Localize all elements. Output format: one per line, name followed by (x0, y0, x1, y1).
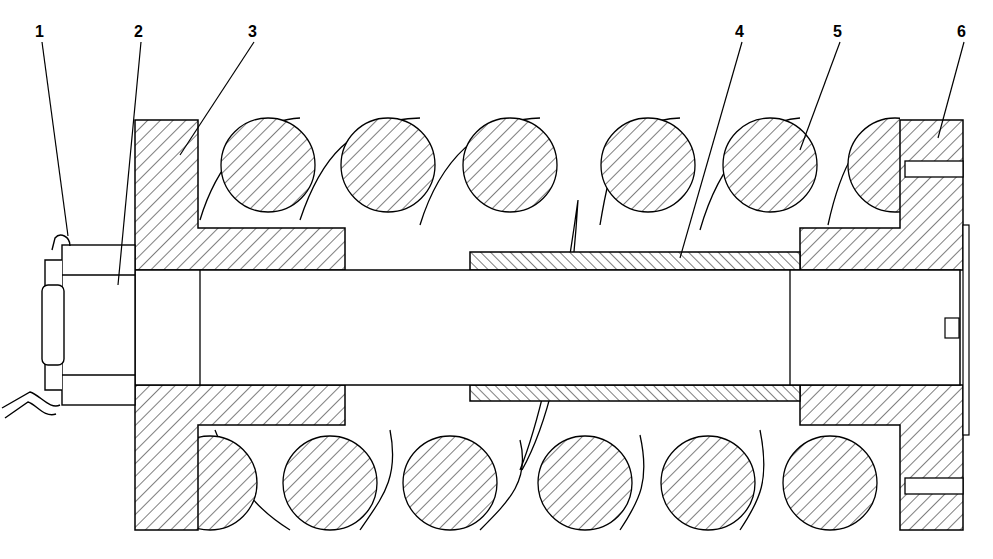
callout-number: 2 (132, 23, 145, 41)
callout-number: 5 (831, 23, 844, 41)
callout-number: 4 (733, 23, 746, 41)
callout-number: 6 (955, 23, 968, 41)
callout-number: 3 (246, 23, 259, 41)
callout-number: 1 (33, 23, 46, 41)
